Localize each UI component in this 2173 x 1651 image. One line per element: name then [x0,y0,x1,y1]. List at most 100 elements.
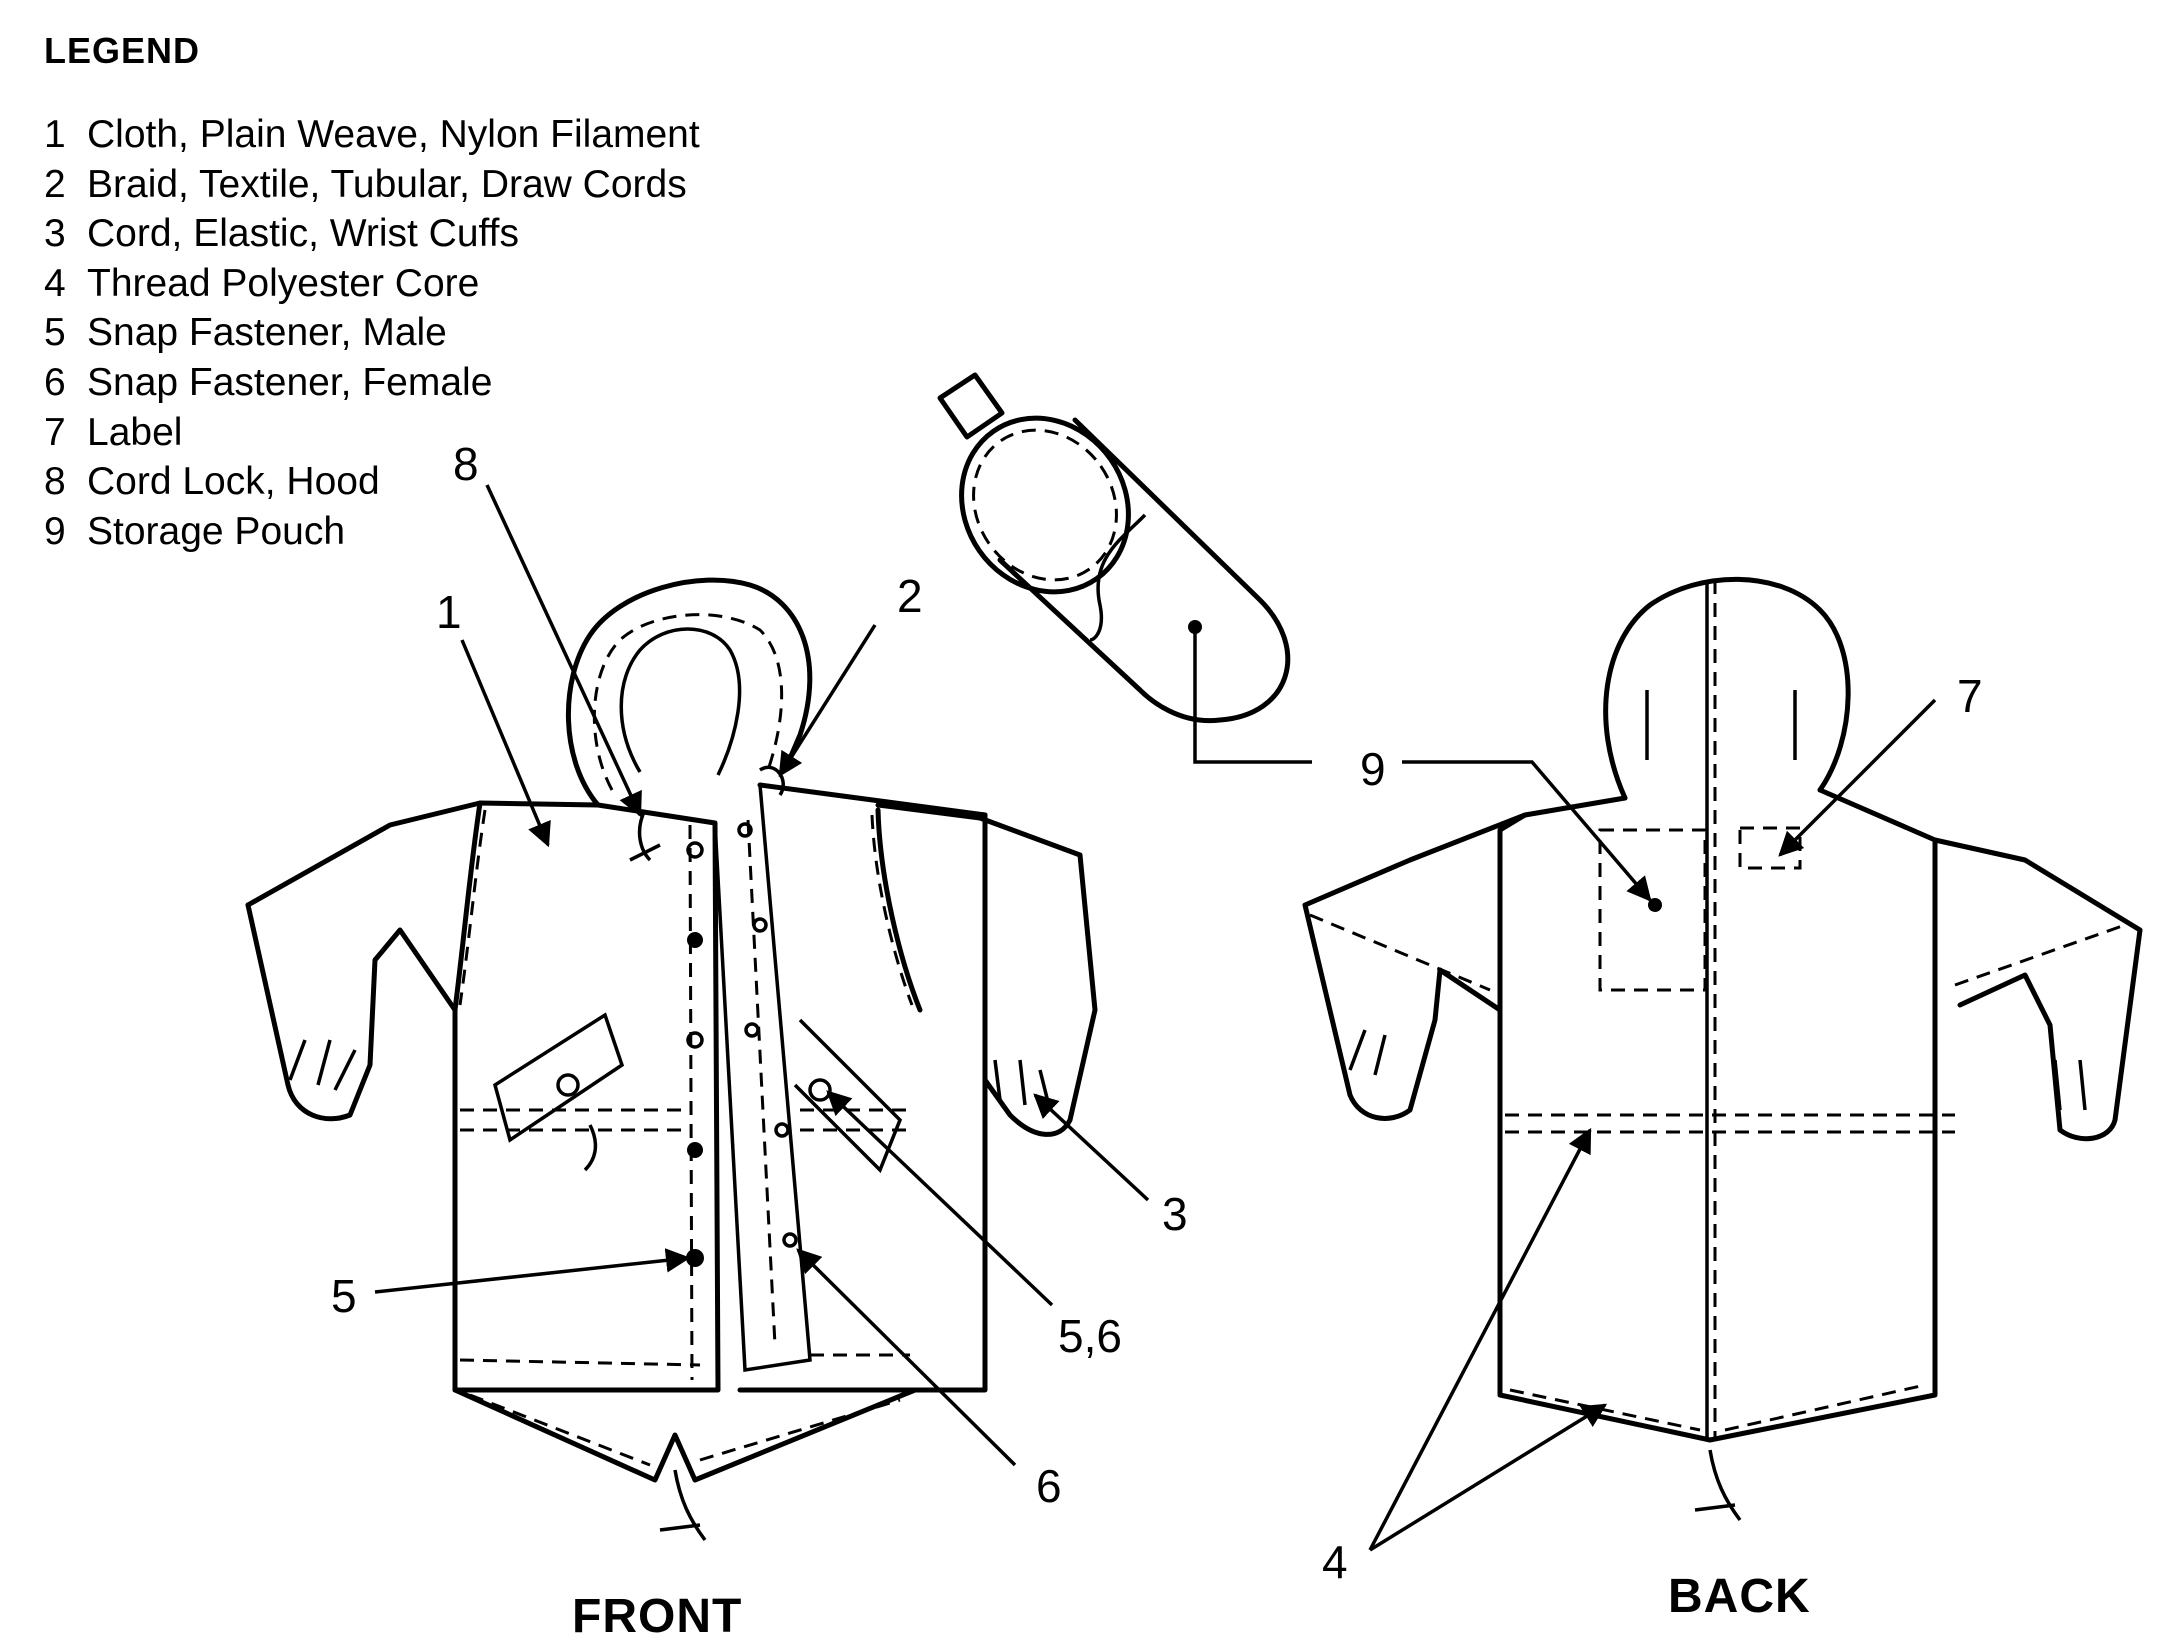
snap-female [774,1122,790,1138]
leader-9b [1402,760,1652,902]
back-right-sleeve-stitch [1954,923,2126,987]
callout-2: 2 [897,570,923,622]
snap-female [686,841,704,859]
leader-6 [796,1248,1017,1467]
front-right-pocket [793,1018,903,1174]
leader-9a [1193,627,1312,764]
front-hem-side-stitch [459,1353,910,1367]
back-hood-gathers [1645,690,1797,760]
front-right-armhole [875,807,923,1013]
legend-num: 3 [44,212,66,256]
leader-4a [1368,1127,1592,1551]
snap-male [687,932,703,948]
legend-label: Braid, Textile, Tubular, Draw Cords [87,162,687,206]
front-left-panel [452,802,721,1393]
waist-cord-lock [583,1124,598,1172]
callout-8: 8 [453,438,479,490]
parka-back [1302,576,2143,1522]
legend-label: Snap Fastener, Male [87,311,447,355]
back-left-sleeve-stitch [1309,913,1491,992]
front-left-armhole [452,800,483,1013]
pouch-end-stitch [972,428,1118,582]
legend-item-3: 3 Cord, Elastic, Wrist Cuffs [44,209,700,259]
hood-cord-lock-left [629,809,661,862]
snap-female [737,822,753,838]
legend-num: 2 [44,162,66,206]
legend-title: LEGEND [44,30,201,71]
snap-female [752,917,768,933]
front-left-shoulder [245,800,601,908]
legend-label: Label [87,410,183,454]
legend-num: 9 [44,509,66,553]
legend-item-5: 5 Snap Fastener, Male [44,308,700,358]
parka-front [245,577,1098,1542]
legend-label: Snap Fastener, Female [87,360,493,404]
legend-item-4: 4 Thread Polyester Core [44,259,700,309]
leader-2 [778,624,877,778]
pouch-end [959,415,1131,595]
snap-female [782,1232,798,1248]
legend-label: Cord Lock, Hood [87,460,380,504]
leader-56 [826,1090,1054,1307]
legend-label: Thread Polyester Core [87,261,480,305]
back-view-label: BACK [1668,1570,1811,1623]
hood-cord-lock-right [759,765,785,796]
snap-female [556,1073,580,1097]
legend-item-6: 6 Snap Fastener, Female [44,358,700,408]
front-right-panel [737,782,988,1393]
front-left-sleeve-seam [458,809,487,1006]
back-waist-stitch [1505,1113,1955,1134]
back-hood [1603,576,1851,801]
front-right-sleeve-seam [870,814,914,1006]
front-left-sleeve [245,902,458,1122]
back-pouch-outline [1598,828,1707,992]
legend-num: 6 [44,360,66,404]
front-hood-opening [619,627,742,776]
storage-pouch [937,372,1291,724]
back-right-cuff [2053,1059,2087,1111]
legend-num: 8 [44,460,66,504]
leader-1 [460,639,551,848]
front-hood-stitch [592,613,784,791]
back-label-outline [1738,826,1802,870]
legend-item-2: 2 Braid, Textile, Tubular, Draw Cords [44,160,700,210]
front-hem [452,1387,918,1483]
pouch-cord [1089,513,1147,642]
leader-4b [1369,1403,1608,1552]
front-hood [566,577,813,808]
pouch-body [997,417,1291,724]
callout-5: 5 [331,1270,357,1322]
leader-8 [485,484,642,818]
leader-5 [374,1248,691,1294]
pouch-tab [937,372,1005,440]
back-pouch-snap [1648,898,1662,912]
callout-1: 1 [436,586,462,638]
hem-cord-lock [659,1469,707,1542]
snap-female [808,1078,832,1102]
back-left-sleeve [1302,812,1528,1121]
front-hem-stitch [469,1393,901,1467]
front-placket [713,784,812,1373]
callout-6: 6 [1036,1460,1062,1512]
legend-num: 1 [44,113,66,156]
front-waist-stitch-left [460,1108,690,1132]
legend-num: 5 [44,311,66,355]
legend-label: Cord, Elastic, Wrist Cuffs [87,212,519,256]
front-left-cuff [288,1039,357,1091]
front-left-pocket [492,1012,625,1143]
front-right-sleeve [982,852,1098,1137]
snap-female [686,1031,704,1049]
snap-male [686,1249,704,1267]
front-view-label: FRONT [572,1590,742,1643]
callout-7: 7 [1957,670,1983,722]
back-hem-cord-lock [1694,1449,1742,1522]
legend-num: 4 [44,261,66,305]
front-right-shoulder [875,802,1083,858]
callout-3: 3 [1162,1188,1188,1240]
back-left-cuff [1348,1029,1387,1076]
